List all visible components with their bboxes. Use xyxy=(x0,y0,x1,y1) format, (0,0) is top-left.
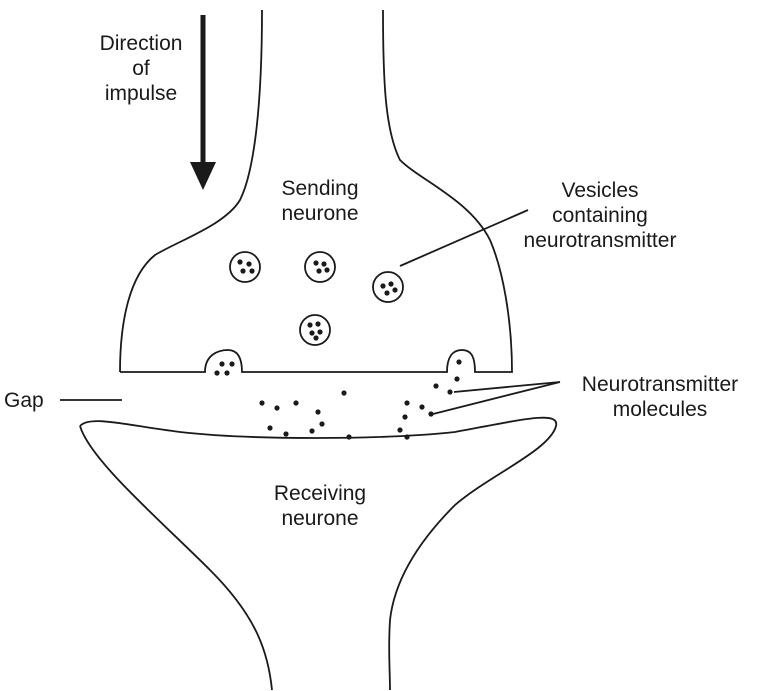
vesicle xyxy=(305,252,335,282)
sending-neurone-label: Sending neurone xyxy=(260,176,380,226)
vesicle xyxy=(230,252,260,282)
receiving-neurone-label: Receiving neurone xyxy=(255,481,385,531)
neurotransmitter-leader-line xyxy=(433,382,560,414)
neurotransmitter-molecules xyxy=(259,383,452,439)
neurotransmitter-molecules-label: Neurotransmitter molecules xyxy=(565,372,755,422)
fusing-vesicle-contents xyxy=(214,359,461,381)
receiving-neurone-outline xyxy=(80,418,556,690)
neurotransmitter-leader-line xyxy=(454,382,560,392)
direction-of-impulse-label: Direction of impulse xyxy=(86,31,196,106)
gap-label: Gap xyxy=(4,388,60,413)
vesicles-label: Vesicles containing neurotransmitter xyxy=(500,178,700,253)
vesicle xyxy=(373,272,403,302)
vesicle xyxy=(300,315,330,345)
